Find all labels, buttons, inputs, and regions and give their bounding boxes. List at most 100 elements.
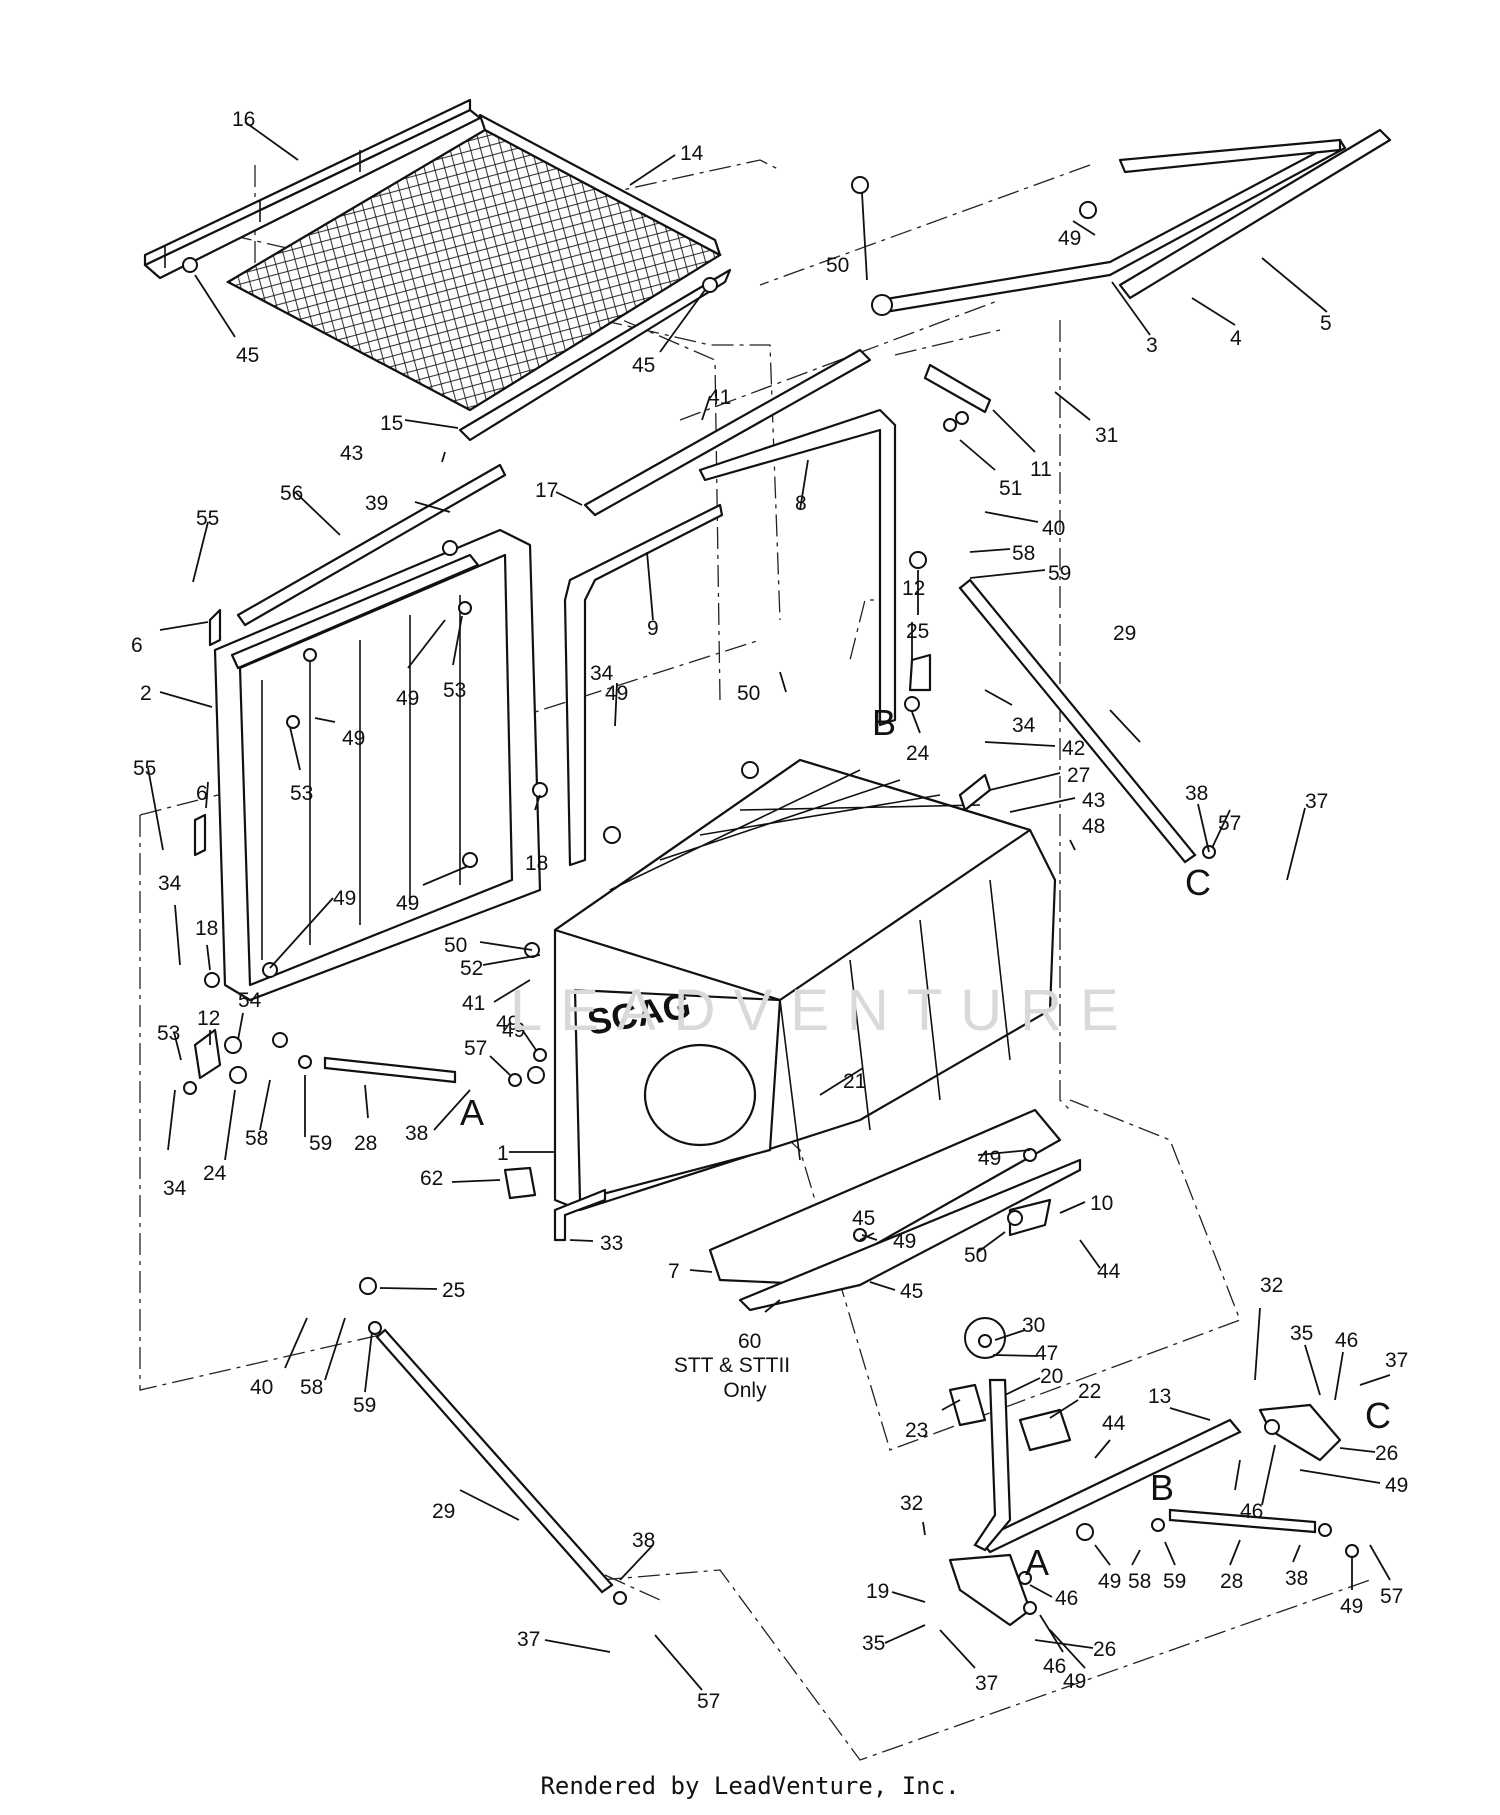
- callout: 9: [647, 617, 659, 640]
- callout: 34: [1012, 714, 1036, 737]
- part-28-rod-right: [1168, 1508, 1317, 1534]
- callout: 49: [605, 682, 628, 705]
- callout: 49: [496, 1012, 519, 1035]
- callout: 28: [1220, 1570, 1243, 1593]
- callout: 3: [1146, 334, 1158, 357]
- callout: 28: [354, 1132, 377, 1155]
- callout: 33: [600, 1232, 623, 1255]
- callout: 27: [1067, 764, 1090, 787]
- callout: 35: [862, 1632, 885, 1655]
- callout: 34: [590, 662, 614, 685]
- callout: 30: [1022, 1314, 1045, 1337]
- callout: 29: [1113, 622, 1136, 645]
- part-17-upper-plate: [583, 348, 872, 517]
- marker-b: B: [872, 702, 896, 743]
- watermark: LEADVENTURE: [510, 978, 1137, 1043]
- callout: 49: [342, 727, 365, 750]
- footer-credit: Rendered by LeadVenture, Inc.: [540, 1772, 960, 1800]
- note-line-2: Only: [723, 1379, 767, 1402]
- part-33-bracket: [553, 1188, 607, 1242]
- connection-markers: A B C C B A: [460, 702, 1391, 1583]
- callout: 44: [1102, 1412, 1126, 1435]
- callout: 49: [1385, 1474, 1408, 1497]
- callout: 11: [1030, 458, 1052, 481]
- callout: 40: [1042, 517, 1065, 540]
- callout: 50: [737, 682, 760, 705]
- callout: 37: [1305, 790, 1328, 813]
- callout: 22: [1078, 1380, 1101, 1403]
- callout: 34: [163, 1177, 187, 1200]
- callout: 58: [1128, 1570, 1151, 1593]
- callout: 4: [1230, 327, 1242, 350]
- callout: 49: [1340, 1595, 1363, 1618]
- callout: 41: [462, 992, 485, 1015]
- callout: 59: [309, 1132, 332, 1155]
- part-6-strap-lower: [193, 813, 207, 857]
- callout: 12: [197, 1007, 220, 1030]
- marker-c: C: [1365, 1395, 1391, 1436]
- note: STT & STTII Only: [674, 1354, 790, 1402]
- callout: 59: [1163, 1570, 1186, 1593]
- leader-lines: [147, 121, 1391, 1691]
- callout: 60: [738, 1330, 761, 1353]
- callout: 1: [497, 1142, 509, 1165]
- callout: 52: [460, 957, 483, 980]
- part-1-fuel-tank: SCAG: [553, 758, 1057, 1212]
- callout: 49: [396, 892, 419, 915]
- part-29-rod-lower: [375, 1328, 614, 1594]
- callout: 45: [236, 344, 259, 367]
- callout: 49: [893, 1230, 916, 1253]
- callout: 62: [420, 1167, 443, 1190]
- marker-b: B: [1150, 1467, 1174, 1508]
- marker-a: A: [1025, 1542, 1049, 1583]
- callout: 45: [632, 354, 655, 377]
- callout: 59: [353, 1394, 376, 1417]
- callout: 15: [380, 412, 403, 435]
- callout: 57: [697, 1690, 720, 1713]
- callout: 6: [196, 782, 208, 805]
- callout: 57: [464, 1037, 487, 1060]
- callout: 53: [157, 1022, 180, 1045]
- callout: 46: [1043, 1655, 1066, 1678]
- callout: 32: [1260, 1274, 1283, 1297]
- part-13-cross-shaft: [978, 1418, 1242, 1554]
- callout: 34: [158, 872, 182, 895]
- callout: 38: [632, 1529, 655, 1552]
- callout: 38: [405, 1122, 428, 1145]
- callout: 49: [333, 887, 356, 910]
- callout: 53: [290, 782, 313, 805]
- callout: 40: [250, 1376, 273, 1399]
- marker-c: C: [1185, 862, 1211, 903]
- callout: 57: [1380, 1585, 1403, 1608]
- callout: 49: [396, 687, 419, 710]
- callout: 51: [999, 477, 1022, 500]
- part-23-bracket: [948, 1383, 987, 1427]
- callout: 2: [140, 682, 152, 705]
- part-12-bracket-upper: [908, 653, 932, 692]
- callout: 55: [196, 507, 219, 530]
- callout: 56: [280, 482, 303, 505]
- callout: 57: [1218, 812, 1241, 835]
- callout: 49: [1058, 227, 1081, 250]
- part-14-screen: [225, 113, 723, 412]
- callout: 50: [964, 1244, 987, 1267]
- callout: 26: [1093, 1638, 1116, 1661]
- part-22-bracket: [1018, 1408, 1072, 1452]
- callout: 39: [365, 492, 388, 515]
- rods: [323, 578, 1317, 1594]
- part-6-strap-upper: [208, 608, 222, 647]
- callout: 17: [535, 479, 558, 502]
- callout: 35: [1290, 1322, 1313, 1345]
- callout: 46: [1240, 1500, 1263, 1523]
- callout: 24: [906, 742, 930, 765]
- callout: 49: [502, 1019, 525, 1042]
- callout: 24: [203, 1162, 227, 1185]
- callout: 43: [1082, 789, 1105, 812]
- callout: 42: [1062, 737, 1085, 760]
- callout: 8: [795, 492, 807, 515]
- callout: 37: [975, 1672, 998, 1695]
- callout: 29: [432, 1500, 455, 1523]
- note-line-1: STT & STTII: [674, 1354, 790, 1377]
- callout-labels: 16 14 45 45 15 43 41 56 39 55 6 2 49 53 …: [131, 108, 1408, 1713]
